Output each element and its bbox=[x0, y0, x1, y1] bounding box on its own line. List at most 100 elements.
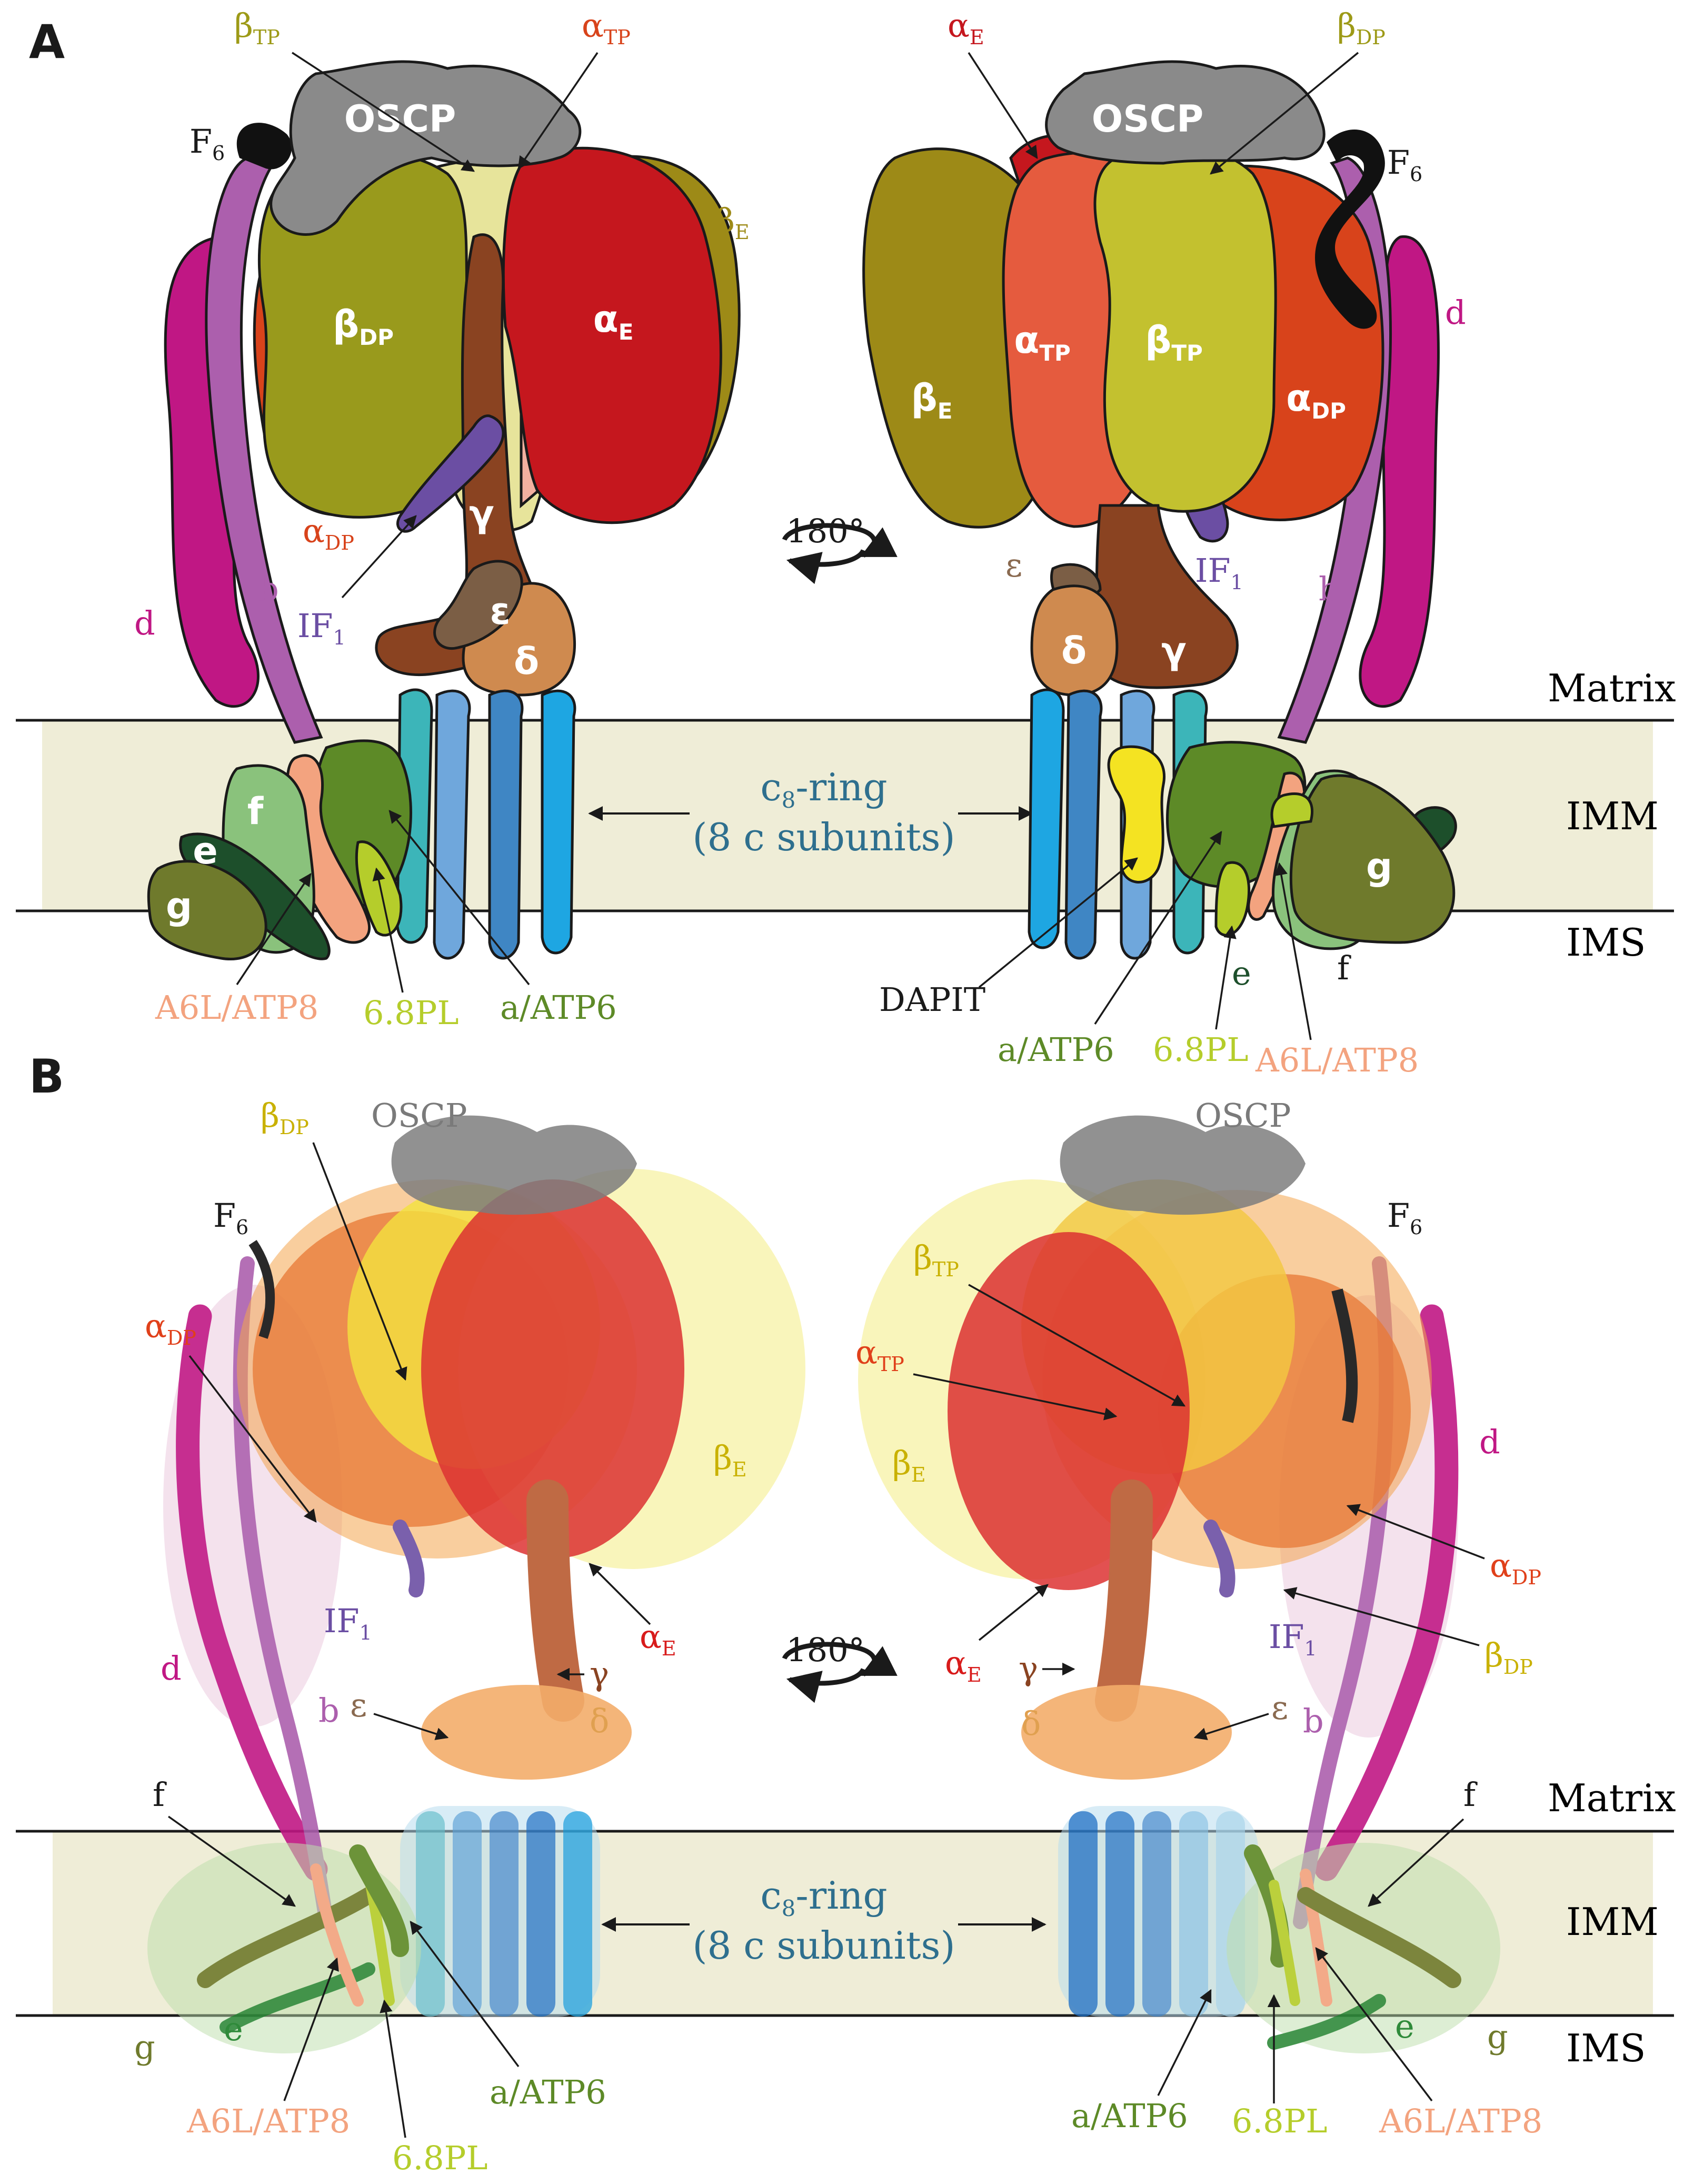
right-g-inner-label: g bbox=[1366, 845, 1392, 888]
right-dapit-label: DAPIT bbox=[879, 980, 985, 1019]
structure-right bbox=[858, 1115, 1500, 2053]
center-a: 180° c8-ring (8 c subunits) bbox=[588, 512, 1033, 859]
b-right-f6-label: F6 bbox=[1387, 1196, 1422, 1239]
b-left-alpha-dp-label: αDP bbox=[145, 1307, 196, 1349]
ims-label-a: IMS bbox=[1566, 920, 1646, 965]
left-alpha-e-label: αE bbox=[593, 297, 634, 345]
left-subunit-b bbox=[205, 156, 323, 744]
right-beta-tp-inner-label: βTP bbox=[1145, 319, 1203, 366]
right-e-label: e bbox=[1232, 954, 1251, 992]
left-epsilon bbox=[433, 560, 523, 650]
left-c-ring bbox=[396, 688, 576, 960]
center-b: 180° c8-ring (8 c subunits) bbox=[601, 1631, 1047, 1968]
right-pl68 bbox=[1214, 861, 1251, 937]
right-b-label: b bbox=[1319, 570, 1340, 608]
right-alpha-tp-inner-label: αTP bbox=[1014, 319, 1071, 366]
panel-a-label: A bbox=[29, 15, 65, 69]
b-left-a-atp6-label: a/ATP6 bbox=[490, 2073, 606, 2111]
right-f6-label: F6 bbox=[1387, 143, 1422, 186]
b-left-oscp-label: OSCP bbox=[371, 1096, 467, 1135]
right-beta-dp-label: βDP bbox=[1337, 6, 1386, 49]
right-subunit-g bbox=[1289, 774, 1456, 944]
right-pl68-label: 6.8PL bbox=[1153, 1030, 1249, 1069]
right-a6l-label: A6L/ATP8 bbox=[1255, 1041, 1419, 1079]
b-left-delta-label: δ bbox=[590, 1702, 609, 1740]
right-beta-tp bbox=[1093, 144, 1277, 513]
matrix-label-b: Matrix bbox=[1548, 1776, 1676, 1820]
imm-label-a: IMM bbox=[1566, 794, 1659, 838]
b-right-beta-tp-label: βTP bbox=[913, 1238, 959, 1281]
left-if1 bbox=[396, 414, 505, 533]
imm-label-b: IMM bbox=[1566, 1900, 1659, 1944]
b-left-if1-label: IF1 bbox=[324, 1602, 372, 1644]
structure-left bbox=[147, 1115, 805, 2053]
right-gamma-label: γ bbox=[1161, 629, 1187, 672]
right-alpha-e-label: αE bbox=[948, 6, 984, 49]
b-left-d-label: d bbox=[161, 1649, 182, 1687]
b-left-beta-e-label: βE bbox=[713, 1438, 747, 1481]
left-delta-label: δ bbox=[514, 640, 539, 683]
right-subunit-f6 bbox=[1315, 130, 1385, 329]
matrix-label-a: Matrix bbox=[1548, 666, 1676, 710]
b-right-pl68-label: 6.8PL bbox=[1232, 2102, 1328, 2140]
left-subunit-g bbox=[147, 860, 267, 960]
left-alpha-dp-label: αDP bbox=[303, 512, 354, 554]
left-pl68 bbox=[355, 840, 403, 937]
b-right-a-atp6-label: a/ATP6 bbox=[1071, 2097, 1188, 2135]
left-oscp-label: OSCP bbox=[344, 97, 456, 141]
cartoon-left: OSCP βDP αE γ ε δ f e g βTP αTP F6 βE αD… bbox=[134, 6, 750, 1032]
left-alpha-e bbox=[502, 146, 722, 524]
right-f-label: f bbox=[1337, 949, 1351, 987]
right-a-atp6-label: a/ATP6 bbox=[998, 1030, 1114, 1069]
left-subunit-f6 bbox=[236, 123, 292, 170]
b-right-gamma-label: γ bbox=[1019, 1649, 1038, 1687]
b-left-f-label: f bbox=[153, 1775, 167, 1814]
c-ring-label-b: c8-ring bbox=[760, 1873, 887, 1921]
left-f6-label: F6 bbox=[190, 122, 225, 165]
c-ring-count-a: (8 c subunits) bbox=[692, 815, 955, 859]
b-left-alpha-e-label: αE bbox=[640, 1617, 676, 1660]
left-b-label: b bbox=[258, 570, 279, 608]
b-left-g-label: g bbox=[134, 2028, 155, 2067]
left-pl68-label: 6.8PL bbox=[363, 994, 459, 1032]
b-left-epsilon-label: ε bbox=[350, 1686, 367, 1724]
b-right-epsilon-label: ε bbox=[1271, 1689, 1288, 1727]
b-right-beta-e-label: βE bbox=[892, 1444, 926, 1486]
b-right-oscp-label: OSCP bbox=[1195, 1096, 1291, 1135]
b-left-a6l-label: A6L/ATP8 bbox=[186, 2102, 350, 2140]
left-g-inner-label: g bbox=[166, 885, 192, 928]
left-beta-tp-label: βTP bbox=[234, 6, 280, 49]
rotation-label-a: 180° bbox=[786, 512, 864, 550]
right-if1-label: IF1 bbox=[1195, 551, 1243, 594]
right-epsilon-label: ε bbox=[1005, 546, 1022, 584]
b-right-g-label: g bbox=[1487, 2018, 1508, 2056]
b-left-b-label: b bbox=[318, 1691, 340, 1730]
left-beta-dp-label: βDP bbox=[333, 303, 394, 350]
left-a-atp6-label: a/ATP6 bbox=[500, 988, 617, 1027]
b-right-delta-label: δ bbox=[1021, 1704, 1041, 1743]
b-right-f-label: f bbox=[1463, 1775, 1478, 1814]
left-epsilon-label: ε bbox=[490, 590, 511, 633]
c-ring-count-b: (8 c subunits) bbox=[692, 1923, 955, 1968]
left-a6l-label: A6L/ATP8 bbox=[155, 988, 318, 1027]
b-right-b-label: b bbox=[1303, 1702, 1324, 1740]
right-d-label: d bbox=[1445, 293, 1466, 332]
panel-b-label: B bbox=[29, 1049, 64, 1104]
right-beta-e-inner-label: βE bbox=[911, 376, 953, 424]
b-right-e-label: e bbox=[1395, 2007, 1414, 2046]
left-alpha-tp-label: αTP bbox=[582, 6, 631, 49]
b-right-d-label: d bbox=[1479, 1423, 1500, 1461]
labels-structure-left: βDP OSCP F6 αDP βE αE IF1 γ d b ε δ f g … bbox=[134, 1096, 747, 2177]
b-right-alpha-tp-label: αTP bbox=[855, 1333, 904, 1376]
left-e-inner-label: e bbox=[193, 829, 217, 872]
b-left-pl68-label: 6.8PL bbox=[392, 2139, 488, 2177]
b-right-alpha-e-label: αE bbox=[945, 1644, 982, 1686]
ims-label-b: IMS bbox=[1566, 2026, 1646, 2070]
cartoon-right: OSCP βE αTP βTP αDP δ γ g αE βDP F6 d b … bbox=[862, 6, 1466, 1079]
right-alpha-dp-inner-label: αDP bbox=[1286, 376, 1346, 424]
left-if1-label: IF1 bbox=[297, 607, 346, 649]
b-left-gamma-label: γ bbox=[590, 1654, 609, 1693]
b-left-e-label: e bbox=[224, 2010, 243, 2048]
b-right-alpha-dp-label: αDP bbox=[1490, 1546, 1541, 1589]
right-pl68-band bbox=[1270, 792, 1314, 828]
